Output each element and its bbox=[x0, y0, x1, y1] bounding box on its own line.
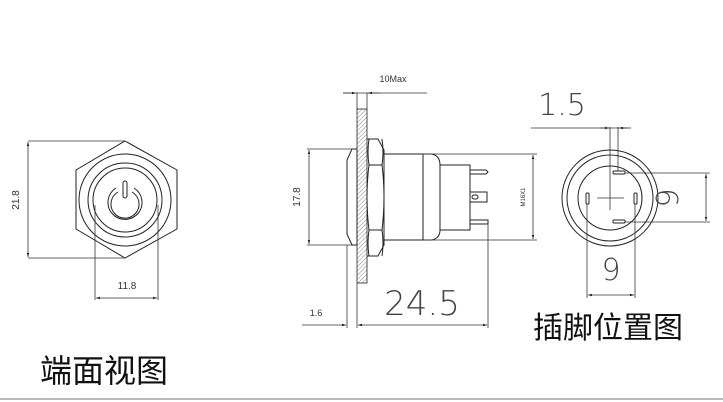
hex-nut bbox=[366, 138, 385, 257]
button-head bbox=[346, 148, 357, 246]
dim-width-label: 11.8 bbox=[118, 281, 137, 292]
pin-left bbox=[585, 192, 590, 205]
dim-thickness-label: 1.6 bbox=[310, 308, 323, 318]
front-view-caption: 端面视图 bbox=[40, 352, 168, 390]
inner-ring bbox=[92, 167, 158, 233]
outer-ring bbox=[78, 153, 172, 247]
side-view: 10Max 17.8 M16X1 1.6 24.5 bbox=[292, 74, 537, 328]
dim-pin-spacing-v-label: 9 bbox=[651, 188, 686, 207]
dim-thread-label: M16X1 bbox=[521, 187, 527, 207]
pin-bottom bbox=[612, 219, 626, 224]
pin-view: 1.5 9 9 插脚位置图 bbox=[531, 88, 710, 346]
mounting-panel bbox=[356, 108, 368, 284]
dim-head-label: 17.8 bbox=[292, 187, 303, 207]
front-view: 21.8 11.8 端面视图 bbox=[11, 140, 178, 390]
power-icon bbox=[107, 180, 143, 220]
pin-view-caption: 插脚位置图 bbox=[533, 311, 683, 346]
dim-height-label: 21.8 bbox=[11, 190, 22, 210]
dim-pin-width-label: 1.5 bbox=[538, 88, 586, 123]
threaded-body bbox=[383, 153, 424, 241]
rear-base bbox=[439, 164, 471, 231]
dim-pin-spacing-h-label: 9 bbox=[601, 253, 620, 288]
body-collar bbox=[423, 153, 441, 241]
pin-right bbox=[633, 192, 638, 205]
middle-ring bbox=[87, 162, 163, 238]
terminal-pins bbox=[469, 169, 489, 225]
dim-panel-label: 10Max bbox=[379, 74, 407, 84]
pin-top bbox=[612, 170, 626, 175]
dim-length-label: 24.5 bbox=[384, 284, 460, 324]
